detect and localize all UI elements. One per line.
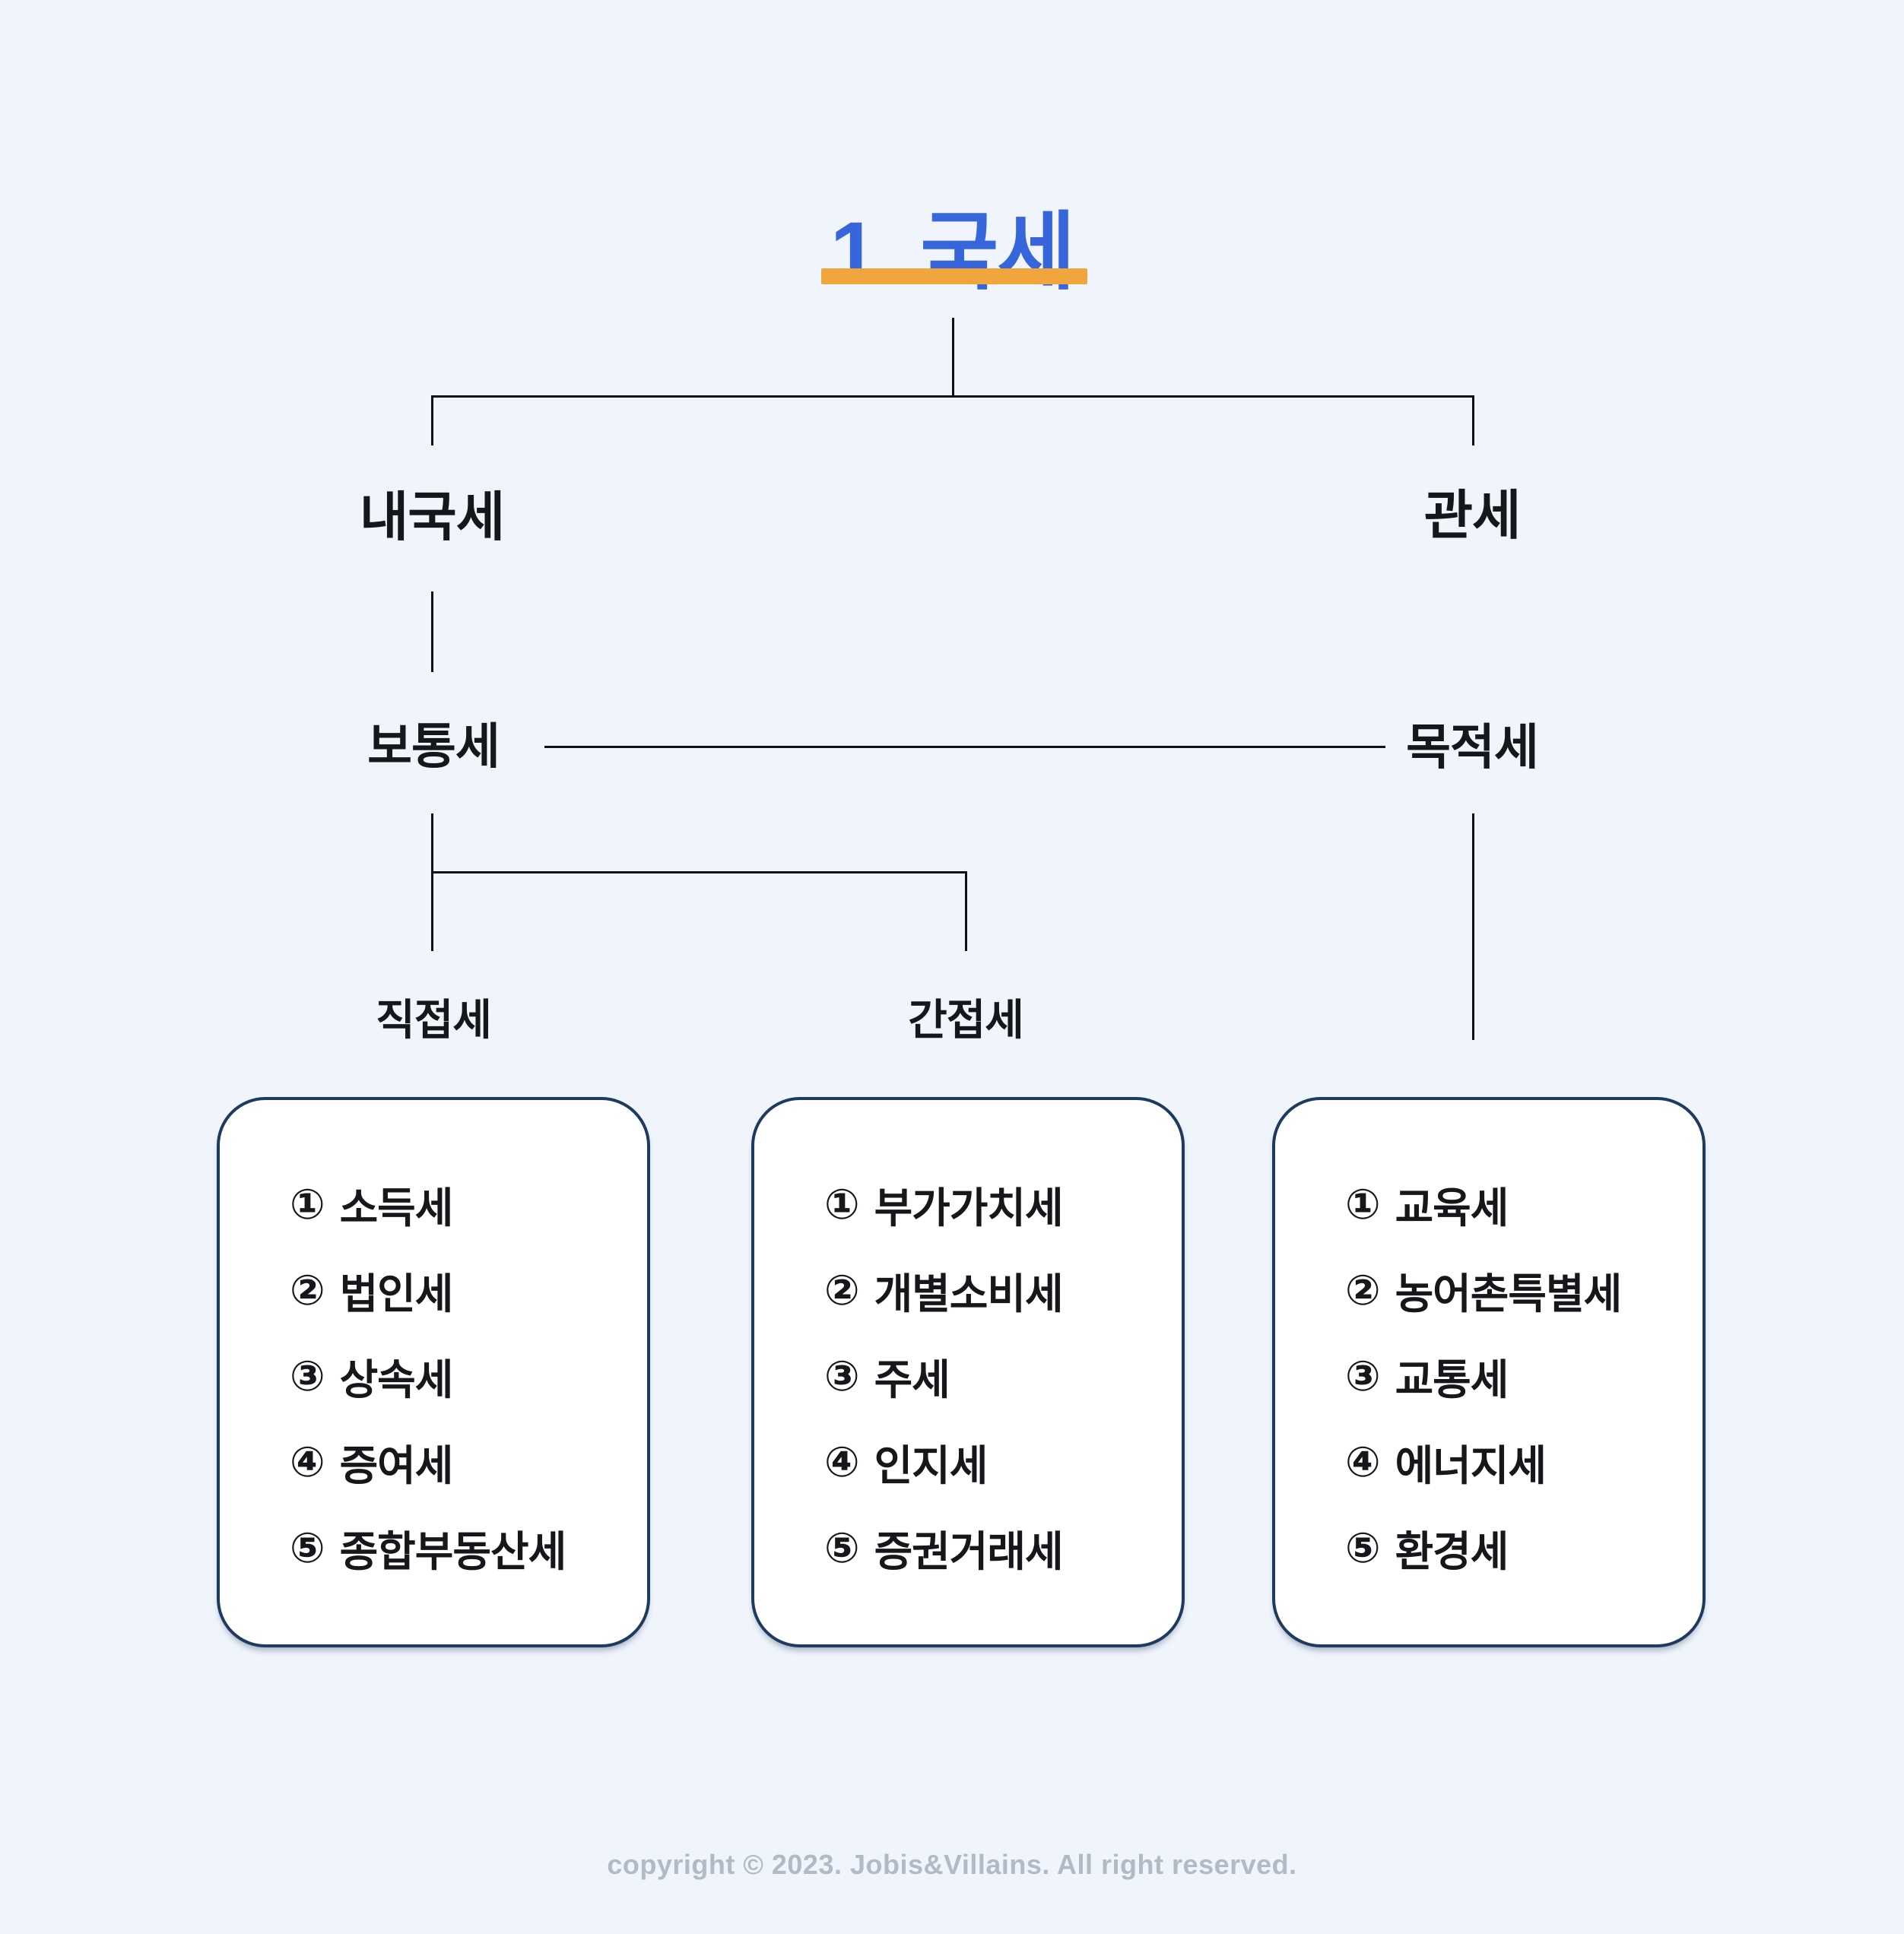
node-ordinary-tax: 보통세 <box>367 719 500 774</box>
item-number-badge: ④ <box>290 1438 325 1485</box>
item-number-badge: ② <box>290 1266 325 1314</box>
node-direct-tax: 직접세 <box>376 996 492 1044</box>
footer-copyright: copyright © 2023. Jobis&Villains. All ri… <box>607 1849 1297 1880</box>
list-item: ⑤ 증권거래세 <box>824 1504 1166 1590</box>
connector-main-horizontal <box>431 395 1474 398</box>
connector-indirect-drop <box>965 871 967 951</box>
tax-list-purpose: ① 교육세 ② 농어촌특별세 ③ 교통세 ④ 에너지세 ⑤ 환경세 <box>1275 1100 1702 1590</box>
node-purpose-tax: 목적세 <box>1406 720 1539 775</box>
tax-card-direct: ① 소득세 ② 법인세 ③ 상속세 ④ 증여세 ⑤ 종합부동산세 <box>217 1097 650 1647</box>
list-item: ① 소득세 <box>290 1161 632 1247</box>
list-item: ② 법인세 <box>290 1247 632 1333</box>
list-item: ② 농어촌특별세 <box>1345 1247 1687 1333</box>
connector-ordinary-down <box>431 813 433 951</box>
item-number-badge: ③ <box>1345 1352 1381 1400</box>
list-item: ⑤ 환경세 <box>1345 1504 1687 1590</box>
item-number-badge: ⑤ <box>824 1523 860 1571</box>
list-item: ④ 에너지세 <box>1345 1419 1687 1504</box>
list-item: ③ 상속세 <box>290 1333 632 1419</box>
item-label: 교통세 <box>1395 1355 1509 1403</box>
item-label: 농어촌특별세 <box>1395 1270 1623 1317</box>
item-number-badge: ① <box>824 1180 860 1228</box>
node-indirect-tax: 간접세 <box>908 996 1024 1044</box>
tax-card-purpose: ① 교육세 ② 농어촌특별세 ③ 교통세 ④ 에너지세 ⑤ 환경세 <box>1272 1097 1706 1647</box>
node-customs-duty: 관세 <box>1423 486 1522 545</box>
tax-list-indirect: ① 부가가치세 ② 개별소비세 ③ 주세 ④ 인지세 ⑤ 증권거래세 <box>754 1100 1182 1590</box>
connector-purpose-down <box>1472 813 1474 1040</box>
list-item: ③ 주세 <box>824 1333 1166 1419</box>
connector-branch-horizontal <box>431 871 966 873</box>
item-number-badge: ③ <box>824 1352 860 1400</box>
item-label: 주세 <box>874 1355 950 1403</box>
item-label: 교육세 <box>1395 1184 1509 1232</box>
list-item: ① 부가가치세 <box>824 1161 1166 1247</box>
list-item: ① 교육세 <box>1345 1161 1687 1247</box>
item-number-badge: ⑤ <box>290 1523 325 1571</box>
item-number-badge: ④ <box>824 1438 860 1485</box>
tax-card-indirect: ① 부가가치세 ② 개별소비세 ③ 주세 ④ 인지세 ⑤ 증권거래세 <box>751 1097 1185 1647</box>
item-label: 소득세 <box>339 1184 454 1232</box>
item-label: 인지세 <box>874 1441 988 1489</box>
item-number-badge: ① <box>290 1180 325 1228</box>
node-internal-tax: 내국세 <box>359 487 505 547</box>
item-number-badge: ② <box>824 1266 860 1314</box>
item-label: 에너지세 <box>1395 1441 1547 1489</box>
item-label: 법인세 <box>339 1270 454 1317</box>
tax-list-direct: ① 소득세 ② 법인세 ③ 상속세 ④ 증여세 ⑤ 종합부동산세 <box>220 1100 647 1590</box>
list-item: ⑤ 종합부동산세 <box>290 1504 632 1590</box>
connector-right-drop <box>1472 395 1474 445</box>
item-number-badge: ③ <box>290 1352 325 1400</box>
item-number-badge: ④ <box>1345 1438 1381 1485</box>
item-label: 상속세 <box>339 1355 454 1403</box>
item-label: 종합부동산세 <box>339 1527 567 1575</box>
item-number-badge: ① <box>1345 1180 1381 1228</box>
item-label: 환경세 <box>1395 1527 1509 1575</box>
item-label: 증여세 <box>339 1441 454 1489</box>
list-item: ④ 증여세 <box>290 1419 632 1504</box>
connector-internal-to-ordinary <box>431 591 433 672</box>
item-number-badge: ⑤ <box>1345 1523 1381 1571</box>
connector-left-drop <box>431 395 433 445</box>
connector-root-drop <box>952 318 954 397</box>
list-item: ③ 교통세 <box>1345 1333 1687 1419</box>
item-label: 증권거래세 <box>874 1527 1064 1575</box>
item-number-badge: ② <box>1345 1266 1381 1314</box>
list-item: ② 개별소비세 <box>824 1247 1166 1333</box>
title-underline-bar <box>821 268 1087 284</box>
connector-ordinary-to-purpose <box>544 746 1385 748</box>
item-label: 부가가치세 <box>874 1184 1064 1232</box>
item-label: 개별소비세 <box>874 1270 1064 1317</box>
list-item: ④ 인지세 <box>824 1419 1166 1504</box>
